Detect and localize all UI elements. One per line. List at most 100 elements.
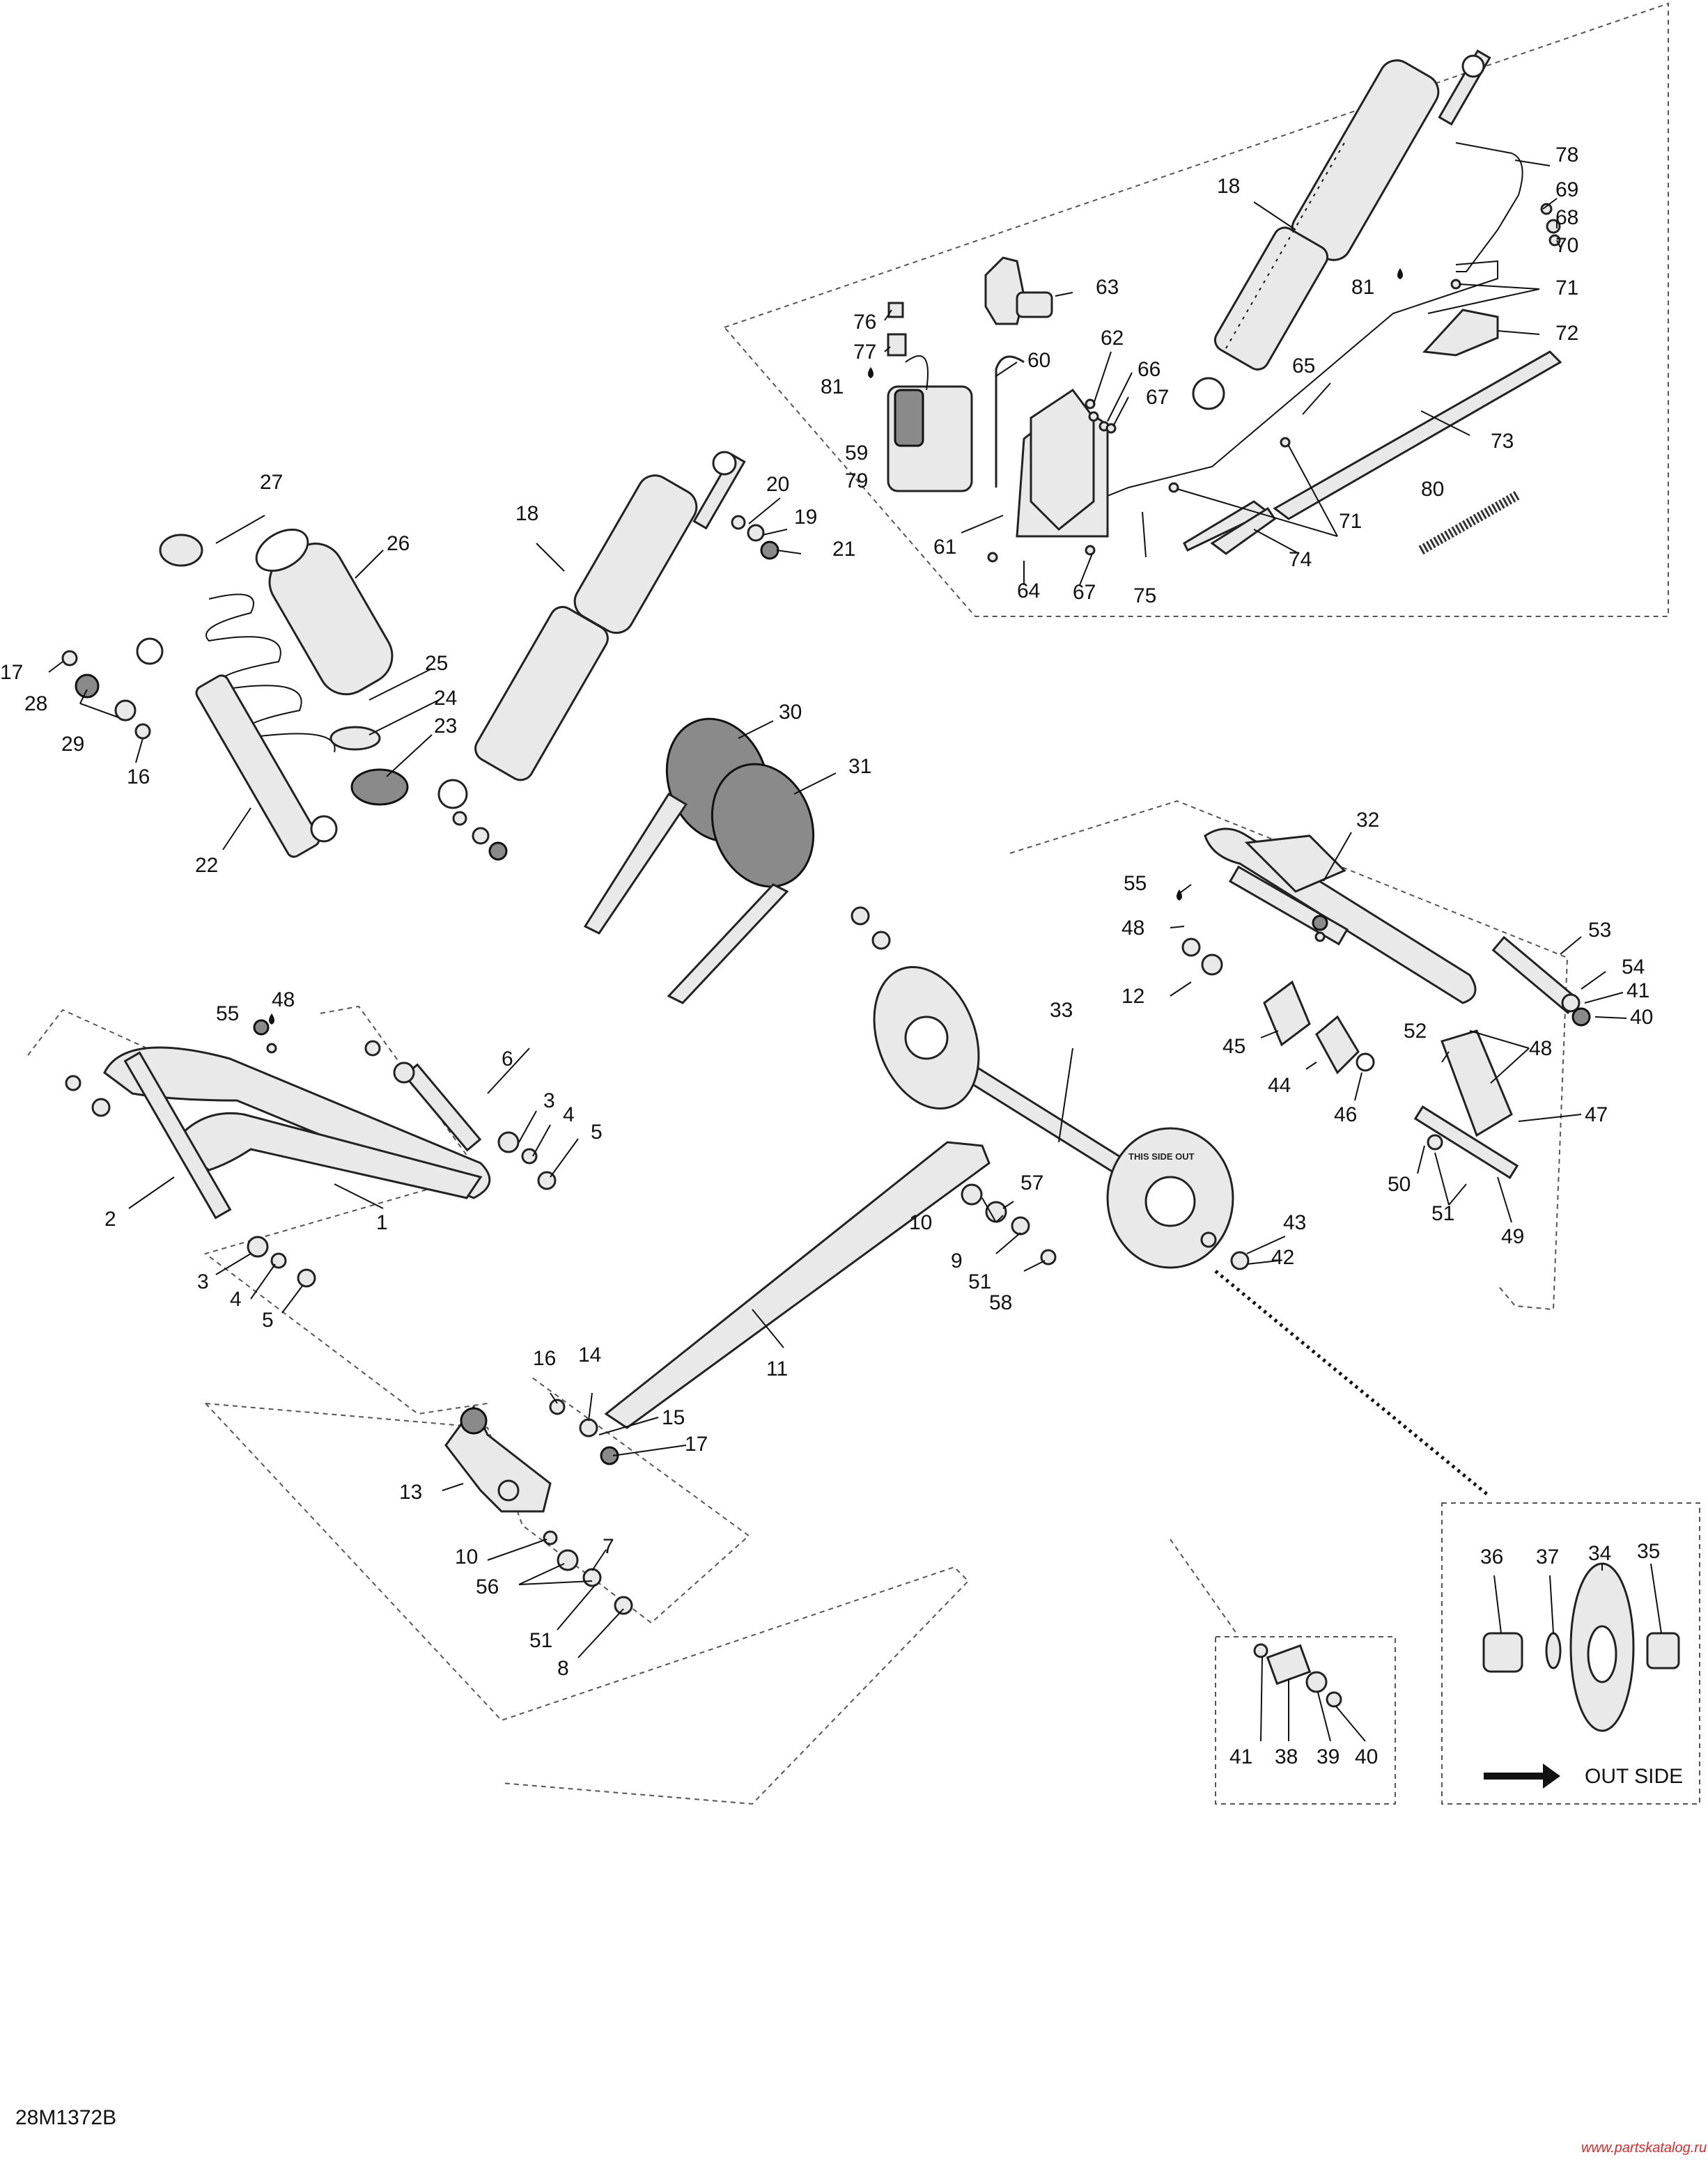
front-arm [103,1046,491,1220]
callout-5: 5 [262,1309,274,1332]
callout-69: 69 [1555,178,1578,201]
callout-29: 29 [61,733,84,756]
callout-44: 44 [1268,1074,1291,1097]
cam-45 [1263,980,1311,1047]
callout-77: 77 [853,341,876,364]
callout-51: 51 [968,1270,991,1293]
hose-60 [995,355,1025,488]
front-shock-absorber [437,451,746,809]
callout-53: 53 [1588,919,1611,942]
link-plate-47 [1441,1029,1513,1137]
callout-67: 67 [1146,386,1169,409]
callout-48: 48 [272,988,295,1011]
callout-36: 36 [1480,1546,1503,1568]
callout-13: 13 [399,1481,422,1504]
callout-58: 58 [989,1291,1012,1314]
callout-11: 11 [766,1357,788,1380]
front-arm-group-outline-a [27,1009,488,1415]
callout-41: 41 [1229,1745,1252,1768]
callout-17: 17 [0,661,23,684]
callout-25: 25 [425,652,448,675]
callout-64: 64 [1017,579,1040,602]
callout-56: 56 [476,1575,499,1598]
callout-66: 66 [1138,358,1160,381]
callout-3: 3 [543,1089,555,1112]
callout-46: 46 [1334,1103,1357,1126]
callout-18: 18 [515,502,538,525]
front-arm-group-outline-b [320,1005,488,1185]
wheel-imprint: THIS SIDE OUT [1128,1151,1195,1162]
plate-74 [1210,506,1277,555]
callout-40: 40 [1355,1745,1378,1768]
cam-44 [1315,1015,1360,1075]
callout-5: 5 [591,1121,603,1144]
bearing-detail-outline [1215,1636,1396,1805]
parts: THIS SIDE OUT [61,49,1680,1789]
callout-52: 52 [1404,1020,1427,1043]
callout-79: 79 [845,469,868,492]
leader-lines [48,159,1662,1742]
callout-65: 65 [1292,355,1315,377]
callout-61: 61 [933,536,956,559]
right-arm-group-outline [1009,800,1569,1311]
callout-71: 71 [1555,277,1578,299]
callout-76: 76 [853,311,876,334]
callout-57: 57 [1020,1171,1043,1194]
callout-51: 51 [1431,1202,1454,1225]
rear-arm [1204,827,1477,1004]
hub-36 [1482,1632,1523,1673]
callout-50: 50 [1388,1173,1411,1196]
callout-71: 71 [1339,510,1362,533]
callout-21: 21 [832,538,855,561]
adjuster-hose [1455,142,1523,272]
callout-2: 2 [104,1208,116,1231]
out-side-label: OUT SIDE [1585,1765,1683,1788]
wheel-detail-outline [1441,1502,1700,1805]
callout-42: 42 [1271,1246,1294,1269]
callout-31: 31 [848,755,871,778]
callout-40: 40 [1630,1006,1653,1029]
callout-43: 43 [1283,1211,1306,1234]
callout-81: 81 [821,375,844,398]
callout-75: 75 [1133,584,1156,607]
callout-54: 54 [1622,956,1645,979]
callout-72: 72 [1555,322,1578,345]
callouts: 1 2 3 3 4 4 5 5 6 7 8 9 10 10 11 12 13 1… [0,143,1660,1768]
oil-drop-icon [868,367,874,378]
callout-26: 26 [387,532,410,555]
callout-48: 48 [1121,917,1144,940]
grease-drop-icon [269,1013,274,1025]
callout-39: 39 [1317,1745,1340,1768]
callout-62: 62 [1101,327,1124,350]
link-rod [604,1141,991,1429]
callout-10: 10 [455,1546,478,1568]
callout-27: 27 [260,471,283,494]
callout-4: 4 [563,1103,575,1126]
callout-63: 63 [1096,276,1119,299]
callout-38: 38 [1275,1745,1298,1768]
motor-wire [905,355,929,391]
callout-45: 45 [1222,1035,1245,1058]
group-outlines [27,2,1700,1805]
callout-48: 48 [1529,1037,1552,1060]
callout-67: 67 [1073,581,1096,604]
callout-28: 28 [24,692,47,715]
callout-20: 20 [766,473,789,496]
callout-17: 17 [685,1433,708,1456]
bracket-62 [1030,388,1095,531]
callout-30: 30 [779,701,802,724]
torsion-springs [583,717,815,1004]
callout-55: 55 [216,1002,239,1025]
callout-51: 51 [529,1629,552,1652]
axle-with-wheels: THIS SIDE OUT [873,965,1234,1269]
callout-6: 6 [502,1048,513,1071]
callout-80: 80 [1421,478,1444,501]
lower-link-group-outline [205,1375,750,1624]
bearing-detail-connector [1170,1539,1237,1634]
callout-37: 37 [1536,1546,1559,1568]
callout-4: 4 [230,1288,242,1311]
bearing-38 [1266,1644,1312,1686]
top-right-group-outline [724,2,1669,617]
callout-22: 22 [195,854,218,877]
